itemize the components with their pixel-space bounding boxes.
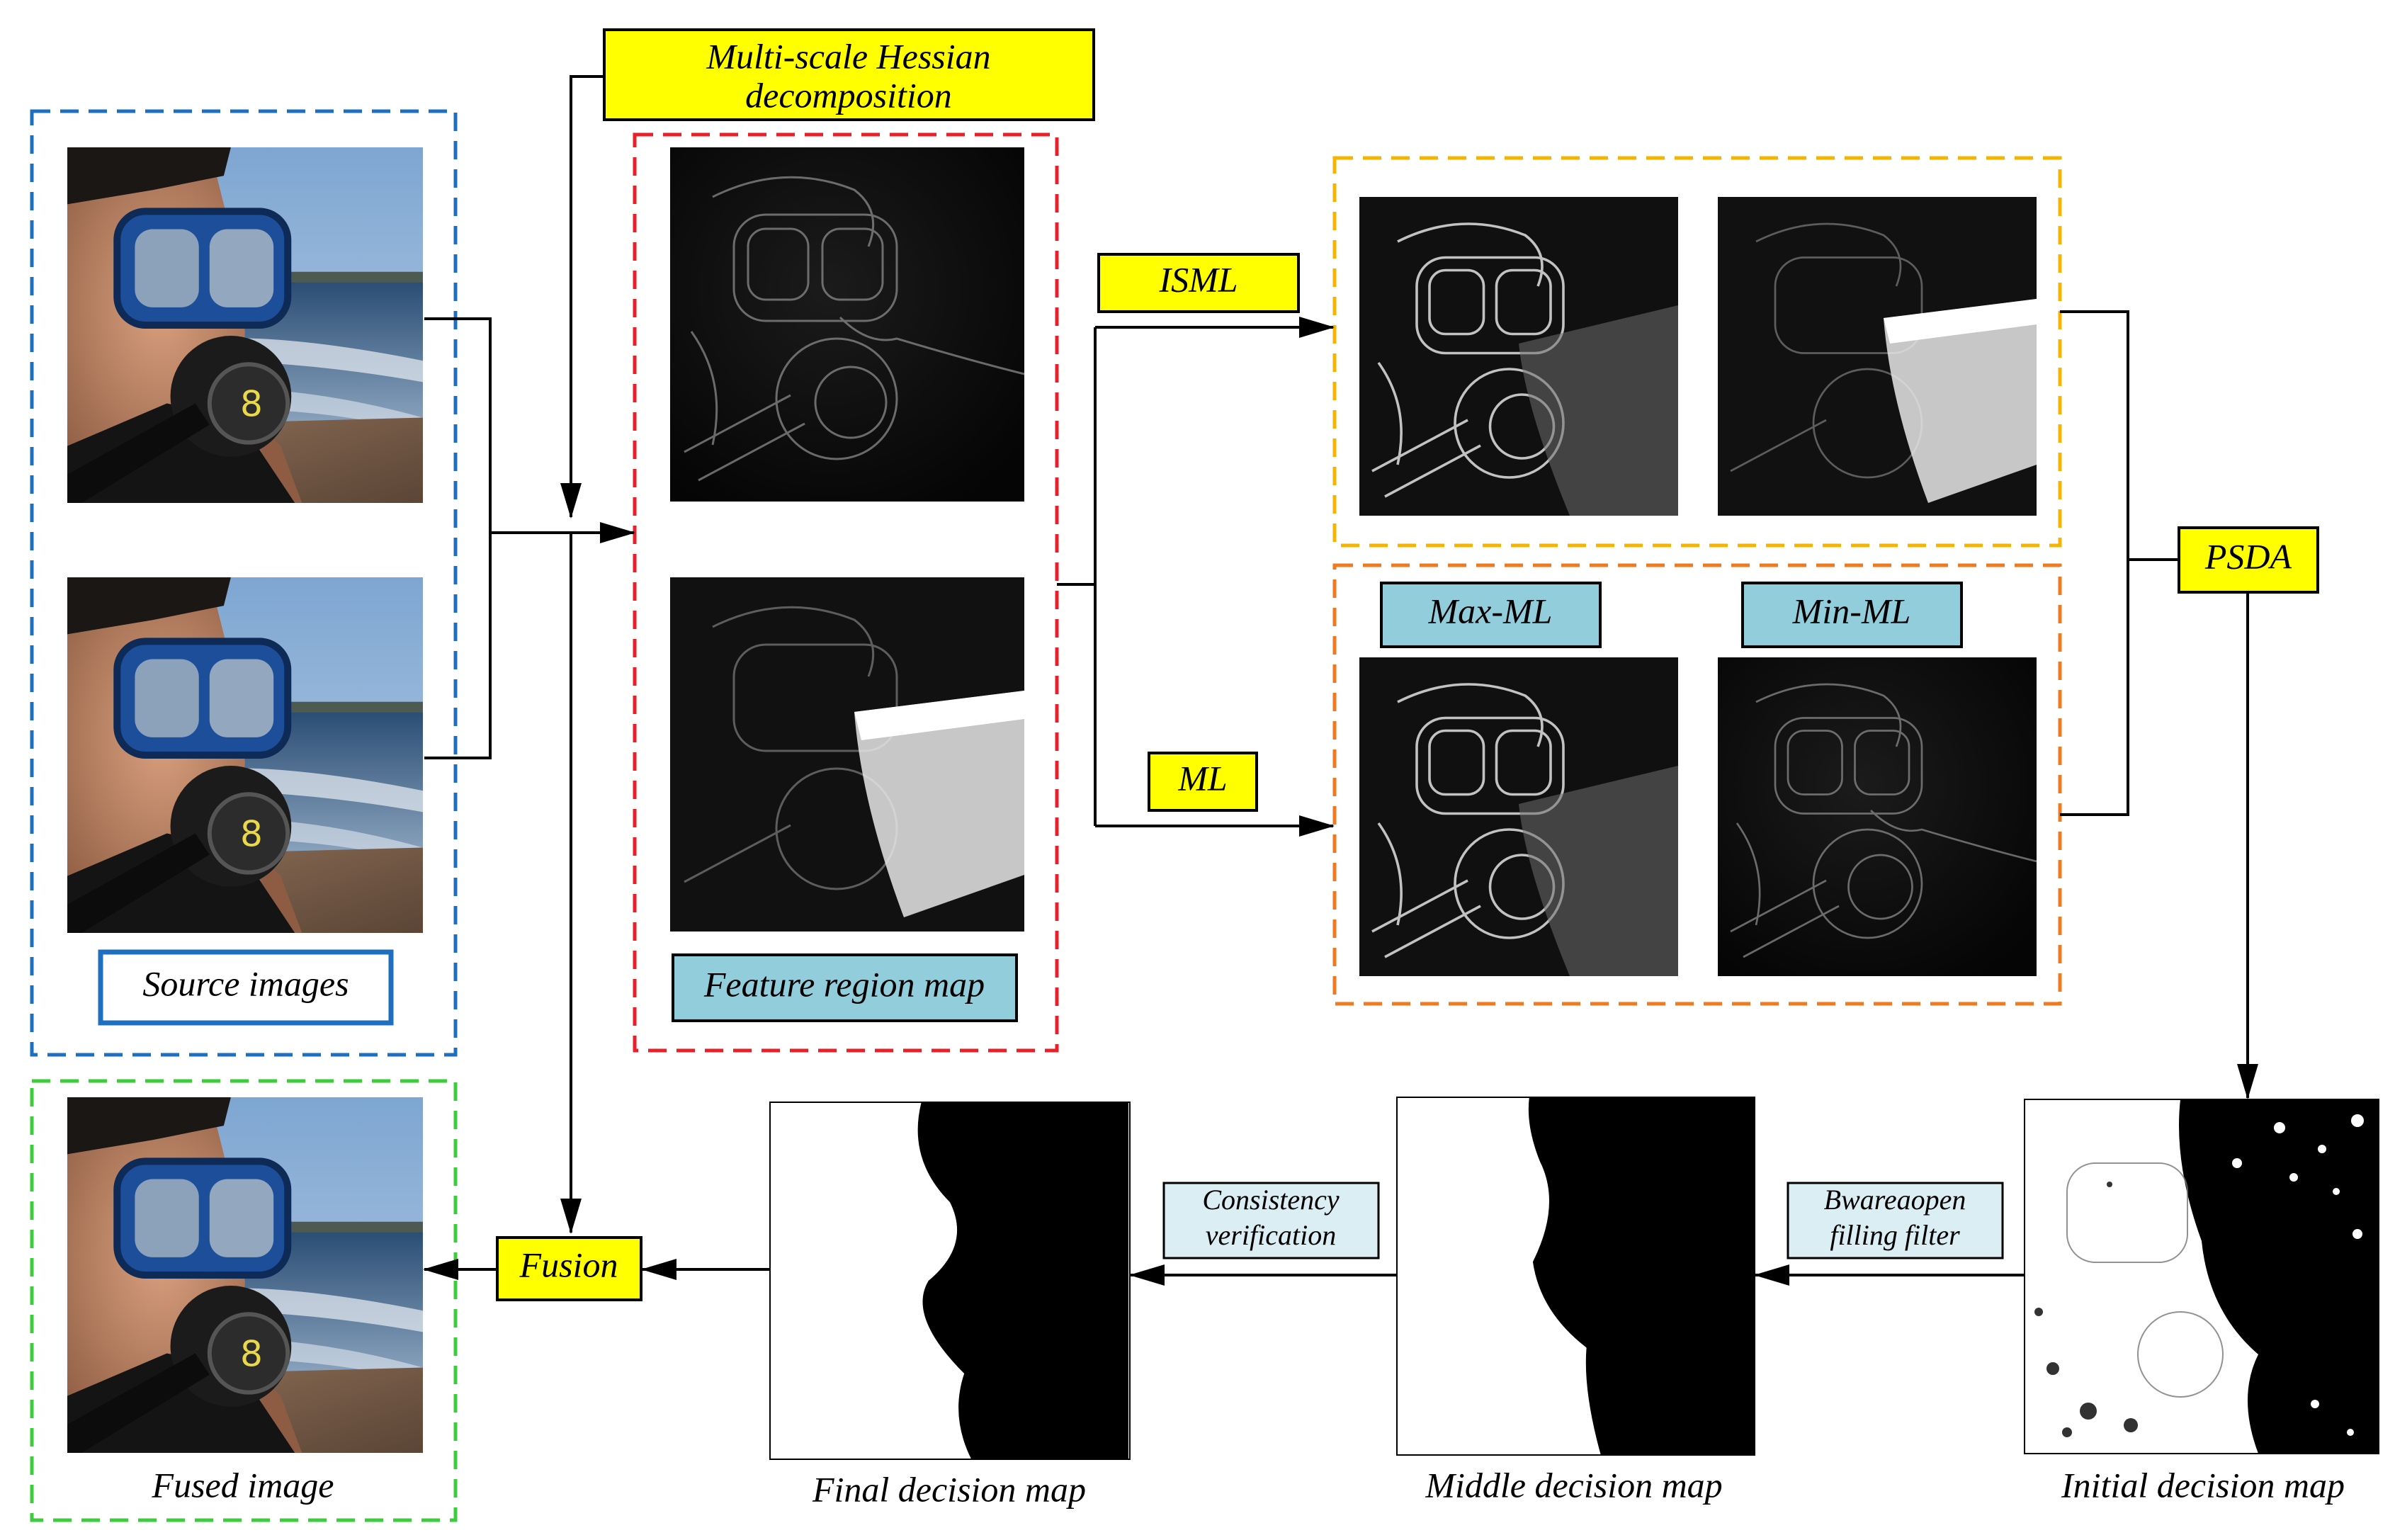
source-images-label: Source images bbox=[142, 963, 349, 1003]
middle-decision-map bbox=[1397, 1097, 1755, 1455]
max-ml-box bbox=[1380, 582, 1602, 648]
isml-map-1 bbox=[1359, 197, 1678, 516]
fusion-label: Fusion bbox=[519, 1245, 618, 1284]
feature-region-frame bbox=[633, 132, 1059, 1053]
fused-image-frame bbox=[30, 1079, 458, 1522]
ml-box bbox=[1148, 752, 1258, 812]
consistency-box bbox=[1162, 1182, 1380, 1259]
source-image-1 bbox=[67, 147, 423, 503]
feature-region-box bbox=[672, 953, 1018, 1022]
source-images-box bbox=[98, 949, 394, 1026]
consistency-label-line1: Consistency bbox=[1202, 1184, 1340, 1216]
fusion-box bbox=[496, 1236, 642, 1301]
psda-box bbox=[2178, 526, 2319, 594]
max-ml-map bbox=[1359, 657, 1678, 976]
final-decision-map bbox=[771, 1102, 1128, 1459]
ml-frame bbox=[1332, 563, 2062, 1006]
bwareaopen-label-line1: Bwareaopen bbox=[1824, 1184, 1966, 1216]
min-ml-label: Min-ML bbox=[1792, 591, 1911, 630]
feature-map-2 bbox=[670, 577, 1024, 932]
max-ml-label: Max-ML bbox=[1428, 591, 1553, 630]
source-image-2 bbox=[67, 577, 423, 933]
consistency-label-line2: verification bbox=[1206, 1219, 1336, 1251]
middle-decision-map-caption: Middle decision map bbox=[1425, 1465, 1722, 1505]
isml-label: ISML bbox=[1158, 259, 1238, 299]
isml-map-2 bbox=[1718, 197, 2037, 516]
final-decision-map-caption: Final decision map bbox=[812, 1469, 1086, 1509]
bwareaopen-label-line2: filling filter bbox=[1830, 1219, 1960, 1251]
min-ml-box bbox=[1741, 582, 1963, 648]
initial-decision-map-caption: Initial decision map bbox=[2061, 1465, 2345, 1505]
source-images-frame bbox=[30, 109, 458, 1057]
hessian-label-line1: Multi-scale Hessian bbox=[706, 36, 990, 76]
hessian-box bbox=[603, 28, 1095, 121]
feature-map-1 bbox=[670, 147, 1024, 502]
isml-frame bbox=[1332, 156, 2062, 548]
min-ml-map bbox=[1718, 657, 2037, 976]
hessian-label-line2: decomposition bbox=[745, 75, 952, 115]
feature-region-label: Feature region map bbox=[703, 964, 985, 1004]
bwareaopen-box bbox=[1787, 1182, 2004, 1259]
ml-label: ML bbox=[1177, 758, 1227, 798]
fused-image-caption: Fused image bbox=[152, 1465, 334, 1505]
initial-decision-map bbox=[2025, 1099, 2379, 1454]
connectors bbox=[423, 75, 2258, 1286]
psda-label: PSDA bbox=[2204, 536, 2292, 576]
fused-image bbox=[67, 1097, 423, 1453]
isml-box bbox=[1097, 253, 1300, 313]
